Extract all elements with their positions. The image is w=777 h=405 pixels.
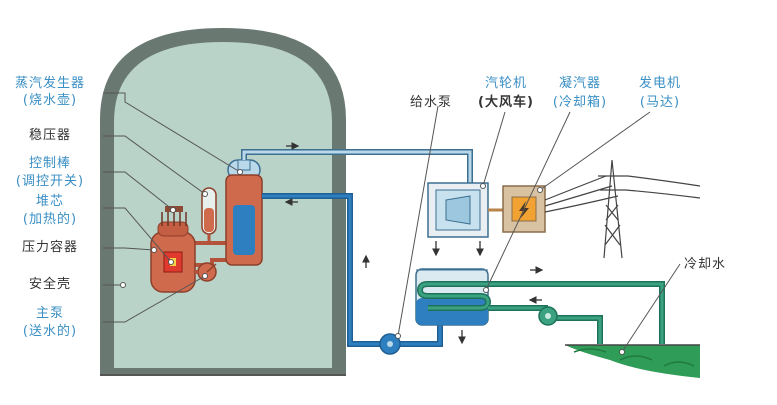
- label-turbine: 汽轮机: [484, 76, 527, 91]
- label-core-note: (加热的): [22, 212, 78, 227]
- label-steam-generator: 蒸汽发生器: [14, 76, 85, 91]
- label-turbine-note: (大风车): [478, 95, 534, 110]
- label-containment: 安全壳: [28, 277, 71, 292]
- feed-pump: [379, 333, 401, 355]
- steam-line: [241, 149, 473, 183]
- leader-lines: [103, 92, 681, 355]
- pressure-vessel: [150, 221, 196, 293]
- containment-building: [100, 28, 346, 376]
- label-main-pump-note: (送水的): [22, 324, 78, 339]
- label-condenser: 凝汽器: [558, 76, 601, 91]
- label-cooling-water: 冷却水: [684, 257, 727, 272]
- label-generator-note: (马达): [639, 95, 681, 110]
- pressurizer: [201, 187, 217, 243]
- label-condenser-note: (冷却箱): [552, 95, 608, 110]
- turbine: [427, 182, 505, 238]
- label-pressurizer: 稳压器: [28, 128, 71, 143]
- cooling-water-body: [565, 344, 700, 378]
- label-generator: 发电机: [638, 76, 681, 91]
- transmission-tower: [544, 159, 701, 259]
- cooling-pump: [538, 306, 558, 326]
- condenser: [415, 268, 492, 326]
- flow-arrows: [284, 142, 544, 345]
- label-core: 堆芯: [35, 194, 64, 209]
- label-control-rod-note: (调控开关): [15, 174, 85, 189]
- exhaust-arrows: [432, 241, 484, 257]
- label-pressure-vessel: 压力容器: [21, 240, 78, 255]
- label-control-rod: 控制棒: [28, 156, 71, 171]
- label-steam-generator-note: (烧水壶): [22, 93, 78, 108]
- label-feed-pump: 给水泵: [410, 95, 453, 110]
- label-main-pump: 主泵: [35, 306, 64, 321]
- cooling-water-loop: [488, 281, 665, 344]
- steam-generator: [225, 159, 263, 266]
